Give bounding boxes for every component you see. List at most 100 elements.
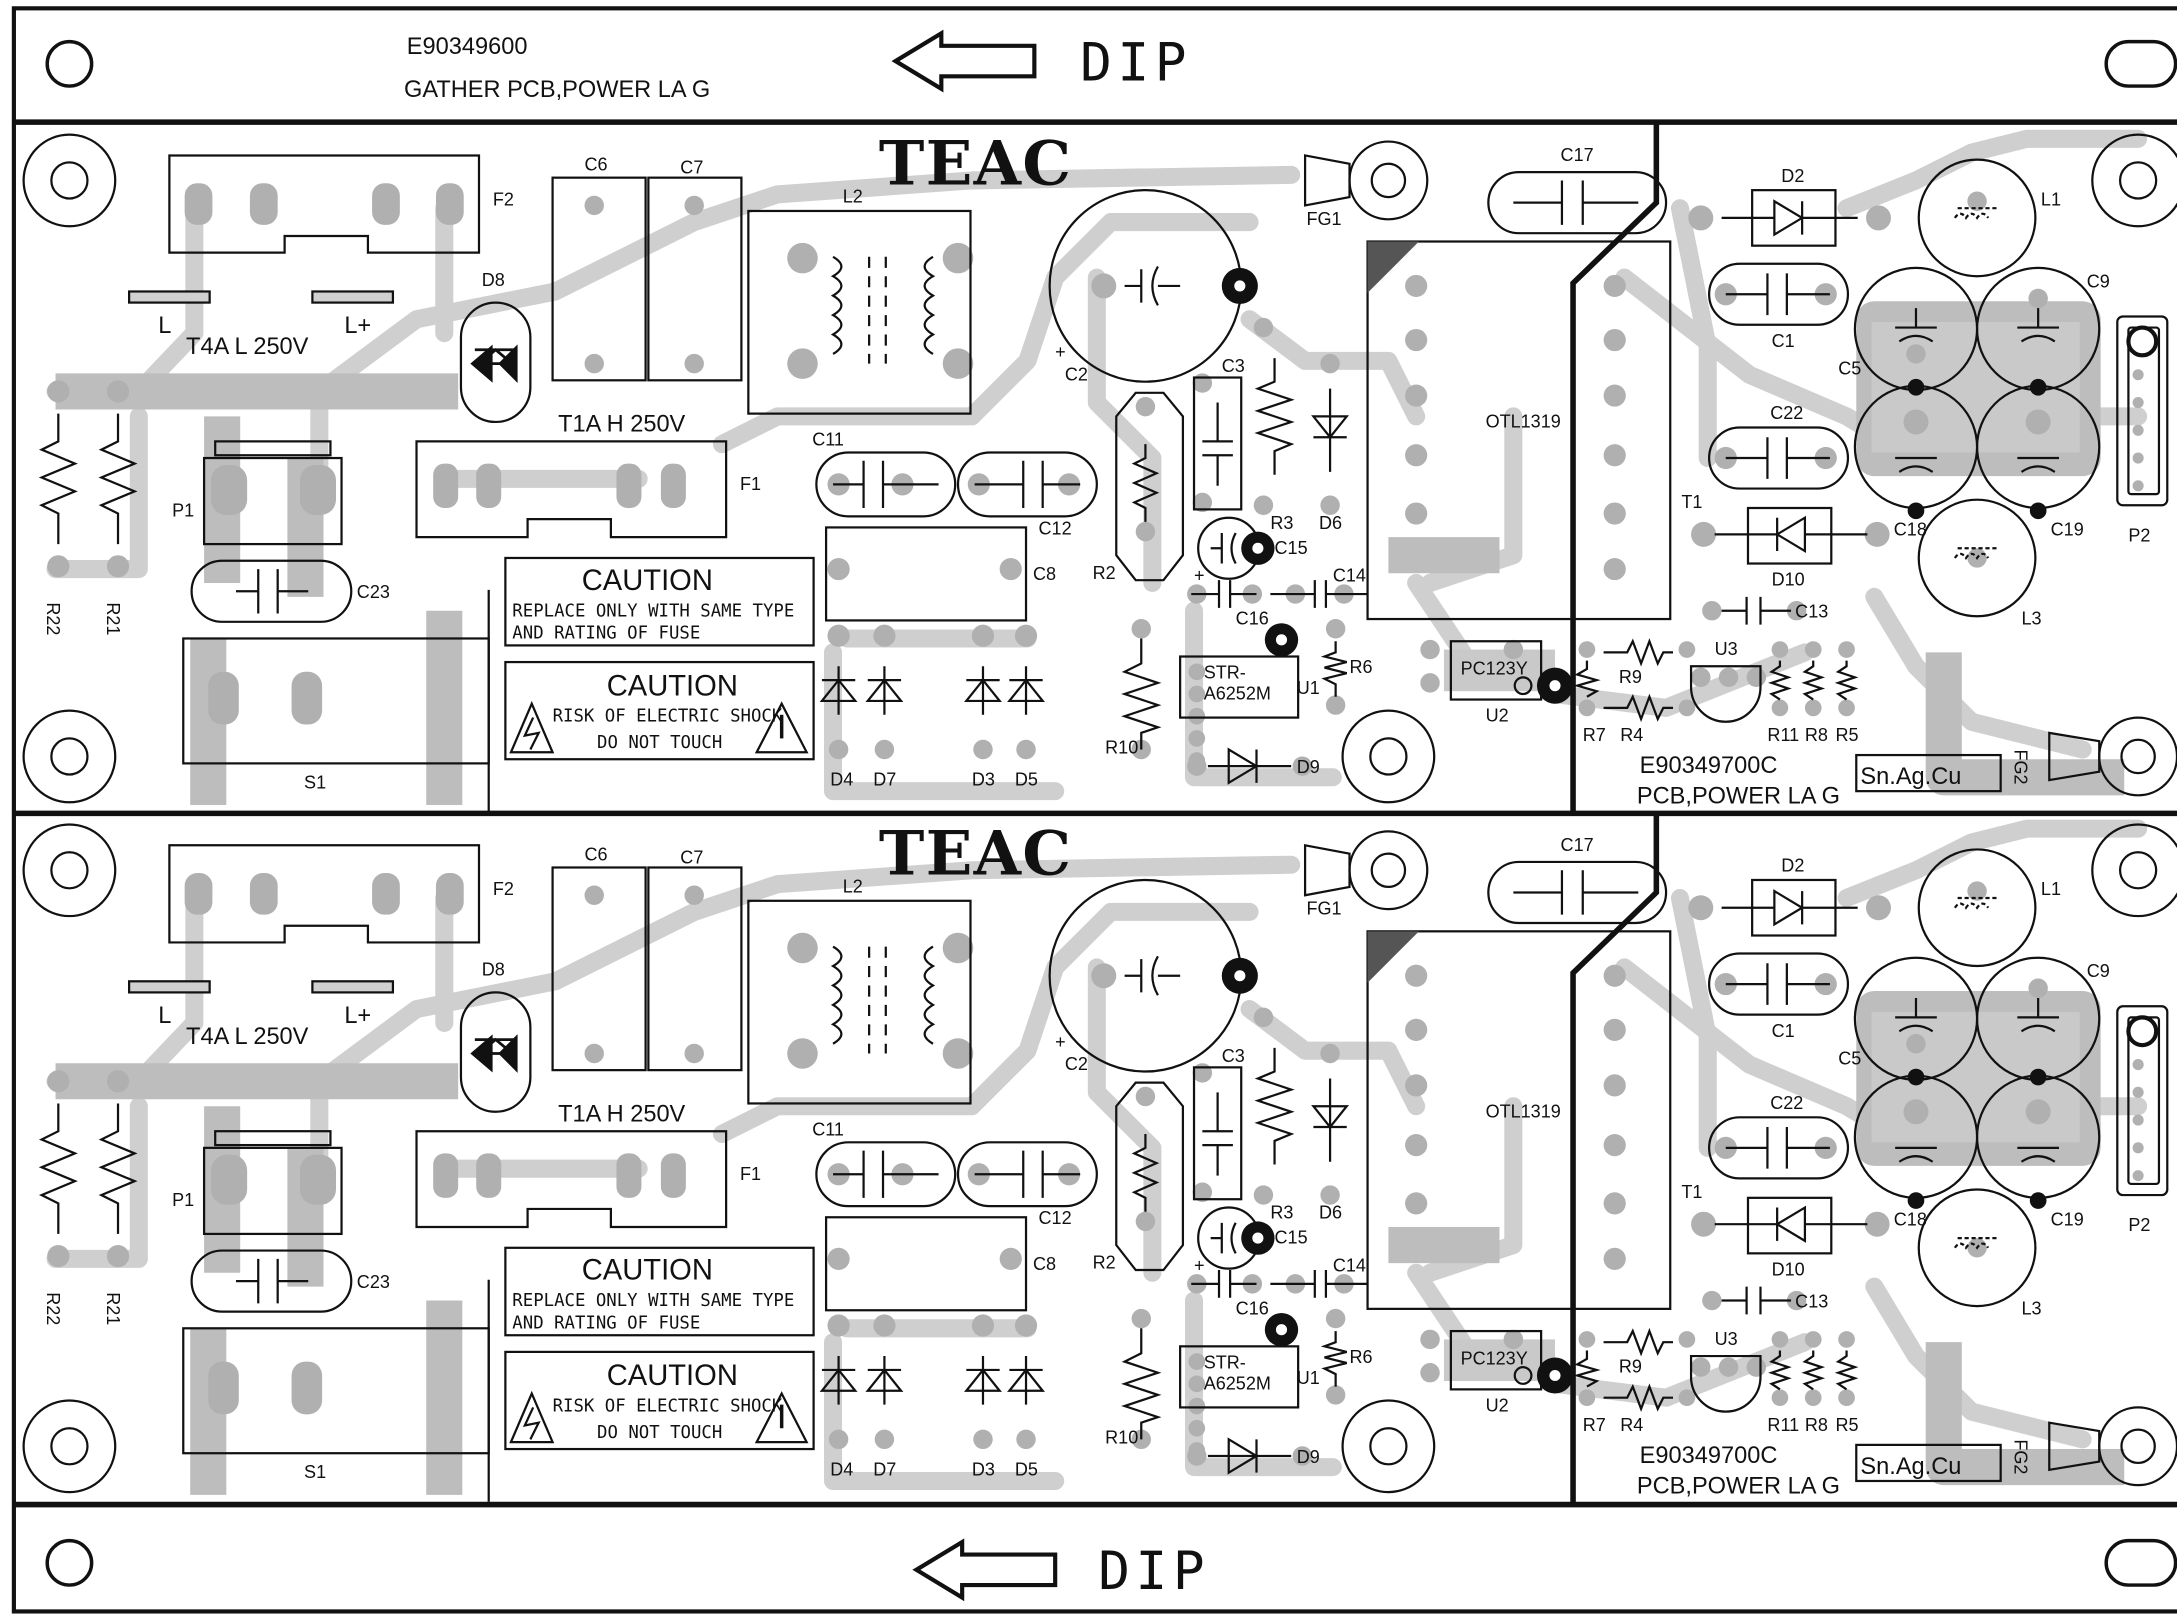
ref-U3: U3 [1715,1329,1738,1349]
caution-2-line1: RISK OF ELECTRIC SHOCK [553,1397,783,1417]
pcb-board-1 [24,122,2177,813]
ref-R10: R10 [1105,1428,1138,1448]
ref-C12: C12 [1039,518,1072,538]
ref-S1: S1 [304,1462,326,1482]
ic-regulator-line1: STR- [1204,1353,1246,1373]
ic-opto: PC123Y [1461,659,1528,679]
ref-C5: C5 [1838,1049,1861,1069]
ref-P2: P2 [2128,525,2150,545]
ref-C5: C5 [1838,359,1861,379]
caution-1-line2: AND RATING OF FUSE [512,623,700,643]
material-label: Sn.Ag.Cu [1860,1453,1961,1479]
caution-2-title: CAUTION [607,670,738,702]
ref-C9: C9 [2087,271,2110,291]
ref-C2: C2 [1065,1054,1088,1074]
ref-L2: L2 [843,876,863,896]
caution-1-line1: REPLACE ONLY WITH SAME TYPE [512,1291,794,1311]
panel-code: E90349600 [407,33,528,59]
ref-C23: C23 [357,582,390,602]
ref-FG1: FG1 [1306,209,1341,229]
ref-D9: D9 [1297,757,1320,777]
ref-D2: D2 [1781,166,1804,186]
ref-C6: C6 [585,155,608,175]
ref-D4: D4 [830,1459,853,1479]
ref-C9: C9 [2087,961,2110,981]
pcb-code: E90349700C [1640,752,1778,778]
mounting-slot [2104,1538,2177,1587]
ref-D7: D7 [873,1459,896,1479]
ref-D3: D3 [972,770,995,790]
material-badge [1855,1443,2002,1483]
board-2-labels: TEAC T4A L 250V T1A H 250V L L+ F2 F1 D8… [43,818,2150,1498]
ref-C14-plus: + [1194,1255,1205,1275]
ref-C1: C1 [1772,1021,1795,1041]
ref-C14-plus: + [1194,566,1205,586]
mounting-hole [45,1538,94,1587]
fuse-f1-rating: T1A H 250V [558,1100,685,1126]
bottom-rail: DIP [45,1538,2177,1602]
ref-R7: R7 [1583,1415,1606,1435]
ref-D5: D5 [1015,1459,1038,1479]
ref-R3: R3 [1270,513,1293,533]
dip-arrow-icon [891,29,1037,93]
pcb-name: PCB,POWER LA G [1637,783,1840,809]
ref-R2: R2 [1093,563,1116,583]
ref-D6: D6 [1319,513,1342,533]
ref-C16: C16 [1236,1298,1269,1318]
material-badge [1855,753,2002,793]
ref-C3: C3 [1222,1046,1245,1066]
ref-P1: P1 [172,500,194,520]
ref-F1: F1 [740,474,761,494]
ref-C22: C22 [1770,1093,1803,1113]
ref-C17: C17 [1561,145,1594,165]
ref-D6: D6 [1319,1203,1342,1223]
ref-R7: R7 [1583,725,1606,745]
ref-L1: L1 [2041,879,2061,899]
panel-name: GATHER PCB,POWER LA G [404,76,710,102]
ref-R9: R9 [1619,1357,1642,1377]
ref-C2-plus: + [1055,342,1066,362]
caution-1-title: CAUTION [582,565,713,597]
ref-C16: C16 [1236,609,1269,629]
ref-D8: D8 [482,270,505,290]
ref-D4: D4 [830,770,853,790]
ref-R5: R5 [1835,1415,1858,1435]
ref-R21: R21 [103,1292,123,1325]
ref-D10: D10 [1772,1260,1805,1280]
dip-label-bottom: DIP [1098,1541,1210,1602]
ref-FG1: FG1 [1306,899,1341,919]
ref-R2: R2 [1093,1253,1116,1273]
ref-C2-plus: + [1055,1032,1066,1052]
ref-R22: R22 [43,602,63,635]
ref-R4: R4 [1620,1415,1643,1435]
ref-T1: T1 [1681,492,1702,512]
caution-2-line2: DO NOT TOUCH [597,733,722,753]
ref-D2: D2 [1781,856,1804,876]
ref-U2: U2 [1486,706,1509,726]
board-1-labels: TEAC T4A L 250V T1A H 250V L L+ F2 F1 D8… [43,129,2150,809]
ref-U3: U3 [1715,639,1738,659]
mounting-slot [2104,39,2177,88]
mounting-hole [45,39,94,88]
ref-C1: C1 [1772,331,1795,351]
ref-D7: D7 [873,770,896,790]
ref-P2: P2 [2128,1215,2150,1235]
dip-arrow-icon [912,1538,1058,1602]
ref-C14: C14 [1333,1255,1366,1275]
dip-label-top: DIP [1080,33,1192,94]
material-label: Sn.Ag.Cu [1860,763,1961,789]
ref-R6: R6 [1350,1347,1373,1367]
caution-1-line1: REPLACE ONLY WITH SAME TYPE [512,601,794,621]
ref-P1: P1 [172,1190,194,1210]
ref-D10: D10 [1772,570,1805,590]
ref-C7: C7 [680,847,703,867]
ref-L-terminal: L [158,1002,171,1028]
ref-R11: R11 [1767,725,1799,745]
pcb-board-2 [24,812,2177,1503]
ic-main: OTL1319 [1486,412,1561,432]
ref-FG2: FG2 [2011,1439,2031,1474]
ic-main: OTL1319 [1486,1101,1561,1121]
ref-C15: C15 [1275,538,1308,558]
ref-U1: U1 [1297,1368,1320,1388]
ref-F2: F2 [493,189,514,209]
